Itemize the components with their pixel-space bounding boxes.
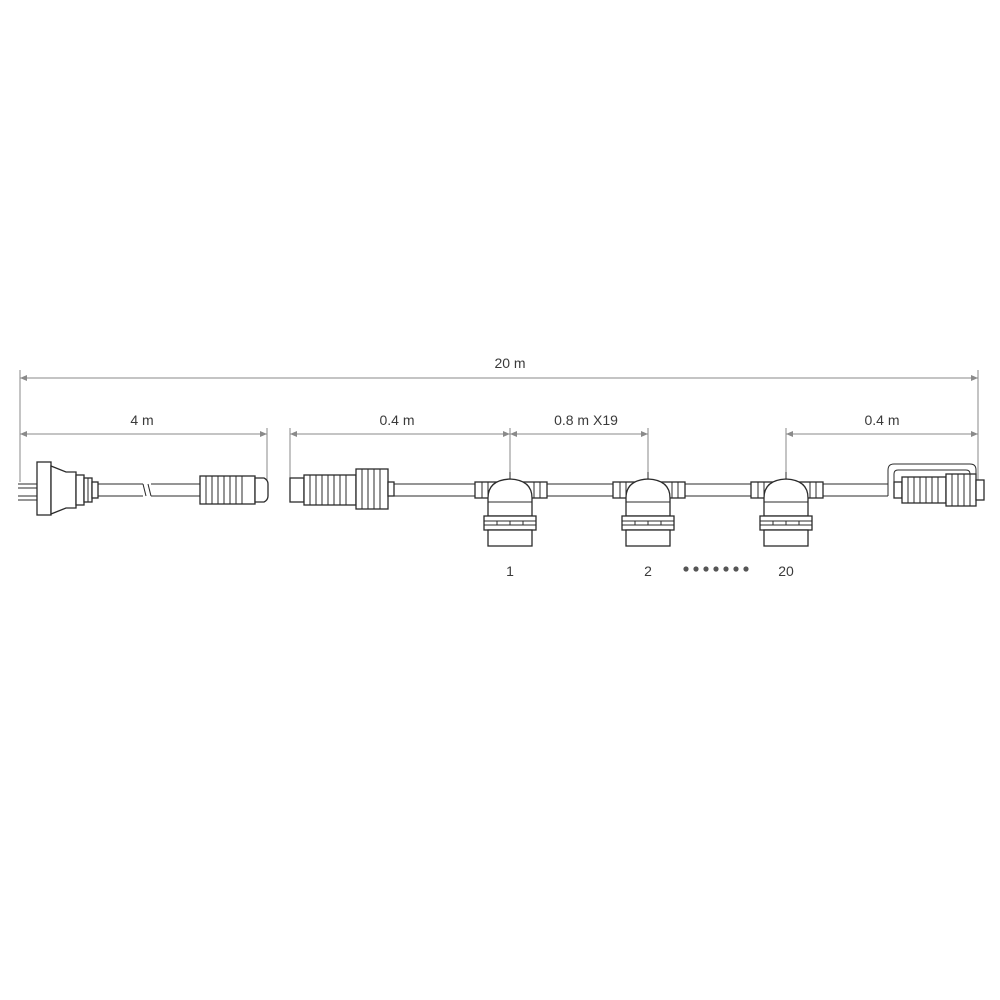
bulb-socket-icon [612,472,686,547]
lead-connector-icon [199,475,269,505]
end-connector-icon [887,463,985,507]
dimension-total: 20 m [19,355,979,482]
dimension-first-segment-label: 0.4 m [379,412,414,428]
ellipsis-dots [683,566,749,572]
dimension-lead-cable: 4 m [20,412,268,482]
dimension-lead-cable-label: 4 m [130,412,153,428]
dimension-first-segment: 0.4 m [289,412,511,482]
input-connector-icon [289,468,395,510]
dimension-last-segment: 0.4 m [785,412,978,472]
socket-number-20: 20 [778,563,794,579]
lead-cable [98,483,200,497]
socket-number-2: 2 [644,563,652,579]
bulb-socket-icon [750,472,824,547]
dimension-spacing-label: 0.8 m X19 [554,412,618,428]
dimension-last-segment-label: 0.4 m [864,412,899,428]
power-plug-icon [18,461,99,516]
dimension-spacing: 0.8 m X19 [510,412,649,472]
bulb-socket-icon [474,472,548,547]
dimension-total-label: 20 m [494,355,525,371]
socket-number-1: 1 [506,563,514,579]
